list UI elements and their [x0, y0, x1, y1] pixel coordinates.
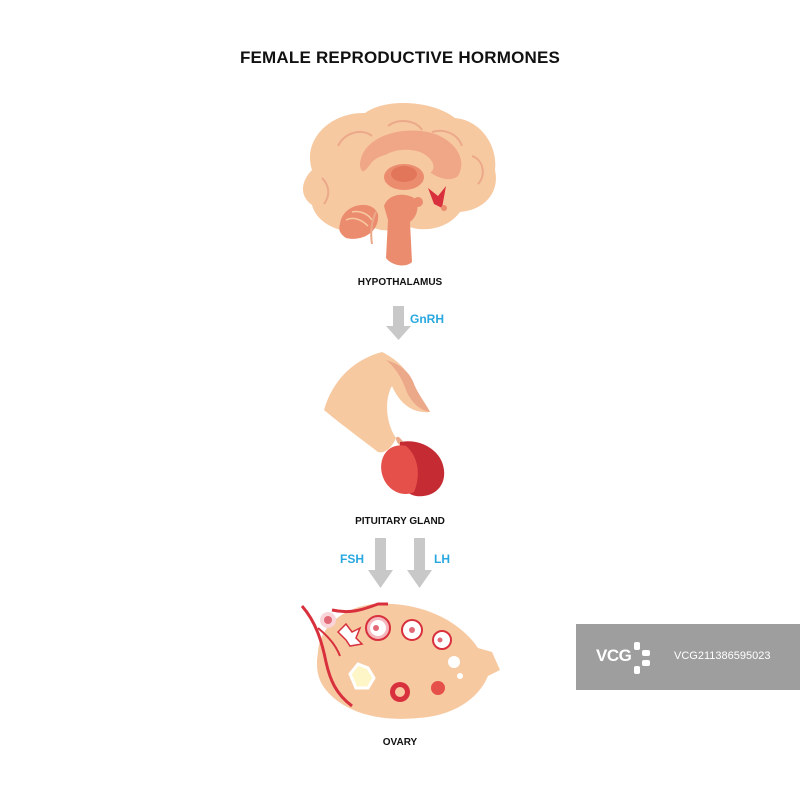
gnrh-label: GnRH [410, 312, 444, 326]
ovary-illustration [300, 602, 500, 719]
lh-label: LH [434, 552, 450, 566]
fsh-arrow-icon [368, 538, 393, 588]
watermark-brand: VCG [596, 646, 632, 665]
fsh-label: FSH [340, 552, 364, 566]
watermark-overlay: VCG VCG211386595023 [576, 624, 800, 690]
lh-arrow-icon [407, 538, 432, 588]
watermark-logo-icon [634, 642, 650, 674]
watermark-id: VCG211386595023 [674, 650, 771, 662]
ovary-label: OVARY [382, 737, 418, 748]
brain-illustration [302, 102, 496, 266]
gnrh-arrow-icon [386, 306, 411, 340]
pituitary-gland-illustration [324, 352, 445, 497]
hypothalamus-label: HYPOTHALAMUS [357, 277, 443, 288]
pituitary-gland-label: PITUITARY GLAND [355, 516, 445, 527]
page-title: FEMALE REPRODUCTIVE HORMONES [239, 48, 561, 67]
